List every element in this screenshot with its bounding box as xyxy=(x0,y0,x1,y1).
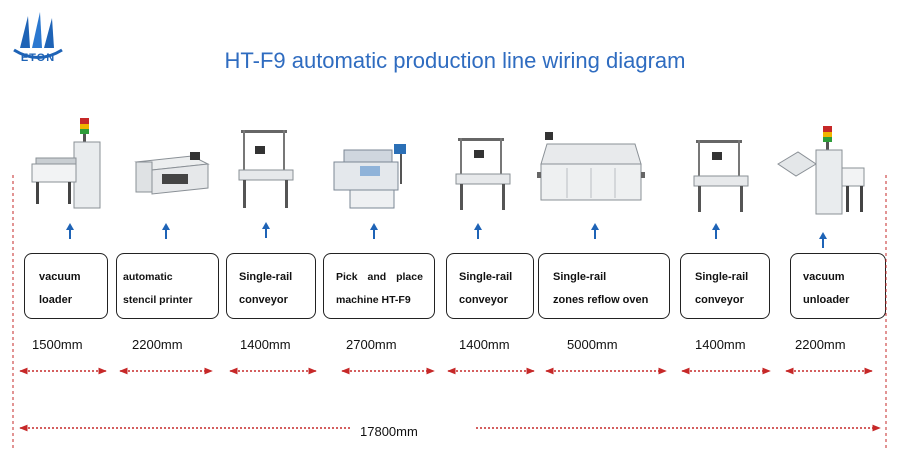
pick-and-place-machine xyxy=(333,144,406,209)
logo-text: ETON xyxy=(20,52,56,64)
station-label-line: vacuum xyxy=(803,271,845,283)
station-label-line: vacuum xyxy=(39,271,81,283)
flow-arrow-up-icon xyxy=(66,223,74,239)
length-label-stencil-printer: 2200mm xyxy=(132,337,183,352)
total-length-label: 17800mm xyxy=(360,424,418,439)
length-label-conveyor-2: 1400mm xyxy=(459,337,510,352)
length-label-pick-place: 2700mm xyxy=(346,337,397,352)
station-box-conveyor-3: Single-rail conveyor xyxy=(680,253,770,319)
station-box-stencil-printer: automatic stencil printer xyxy=(116,253,219,319)
station-box-conveyor-2: Single-rail conveyor xyxy=(446,253,534,319)
station-label-line: Single-rail xyxy=(695,271,749,283)
length-label-vacuum-loader: 1500mm xyxy=(32,337,83,352)
length-label-reflow-oven: 5000mm xyxy=(567,337,618,352)
length-label-conveyor-3: 1400mm xyxy=(695,337,746,352)
vacuum-unloader-machine xyxy=(777,126,865,215)
station-label-line: unloader xyxy=(803,294,850,306)
flow-arrow-up-icon xyxy=(819,232,827,248)
station-label-line: Single-rail 8 xyxy=(553,271,696,283)
station-label-line: conveyor xyxy=(695,294,744,306)
station-box-conveyor-1: Single-rail conveyor xyxy=(226,253,316,319)
station-box-pick-place: Pick and place machine HT-F9 xyxy=(323,253,435,319)
flow-arrow-up-icon xyxy=(162,223,170,239)
length-label-vacuum-unloader: 2200mm xyxy=(795,337,846,352)
station-label-line: stencil printer xyxy=(123,294,193,306)
page-title: HT-F9 automatic production line wiring d… xyxy=(224,48,686,73)
station-label-line: zones reflow oven xyxy=(553,294,649,306)
conveyor-3-machine xyxy=(693,140,749,212)
station-label-line: machine HT-F9 xyxy=(336,294,411,306)
station-box-reflow-oven: Single-rail 8 zones reflow oven xyxy=(538,253,696,319)
station-label-line: loader xyxy=(39,294,73,306)
length-label-conveyor-1: 1400mm xyxy=(240,337,291,352)
station-box-vacuum-unloader: vacuum unloader xyxy=(790,253,886,319)
station-label-line: automatic xyxy=(123,271,173,283)
station-label-line: conveyor xyxy=(459,294,508,306)
station-label-line: Single-rail xyxy=(459,271,513,283)
flow-arrow-up-icon xyxy=(474,223,482,239)
conveyor-2-machine xyxy=(455,138,511,210)
flow-arrow-up-icon xyxy=(712,223,720,239)
station-label-line: Pick and place xyxy=(336,271,423,283)
station-label-line: conveyor xyxy=(239,294,288,306)
reflow-oven-machine xyxy=(537,132,645,201)
stencil-printer-machine xyxy=(134,152,210,195)
station-box-vacuum-loader: vacuum loader xyxy=(24,253,108,319)
conveyor-1-machine xyxy=(238,130,294,208)
eton-logo-icon xyxy=(13,12,63,59)
flow-arrow-up-icon xyxy=(370,223,378,239)
vacuum-loader-machine xyxy=(31,118,101,209)
flow-arrow-up-icon xyxy=(591,223,599,239)
station-label-line: Single-rail xyxy=(239,271,293,283)
flow-arrow-up-icon xyxy=(262,222,270,238)
